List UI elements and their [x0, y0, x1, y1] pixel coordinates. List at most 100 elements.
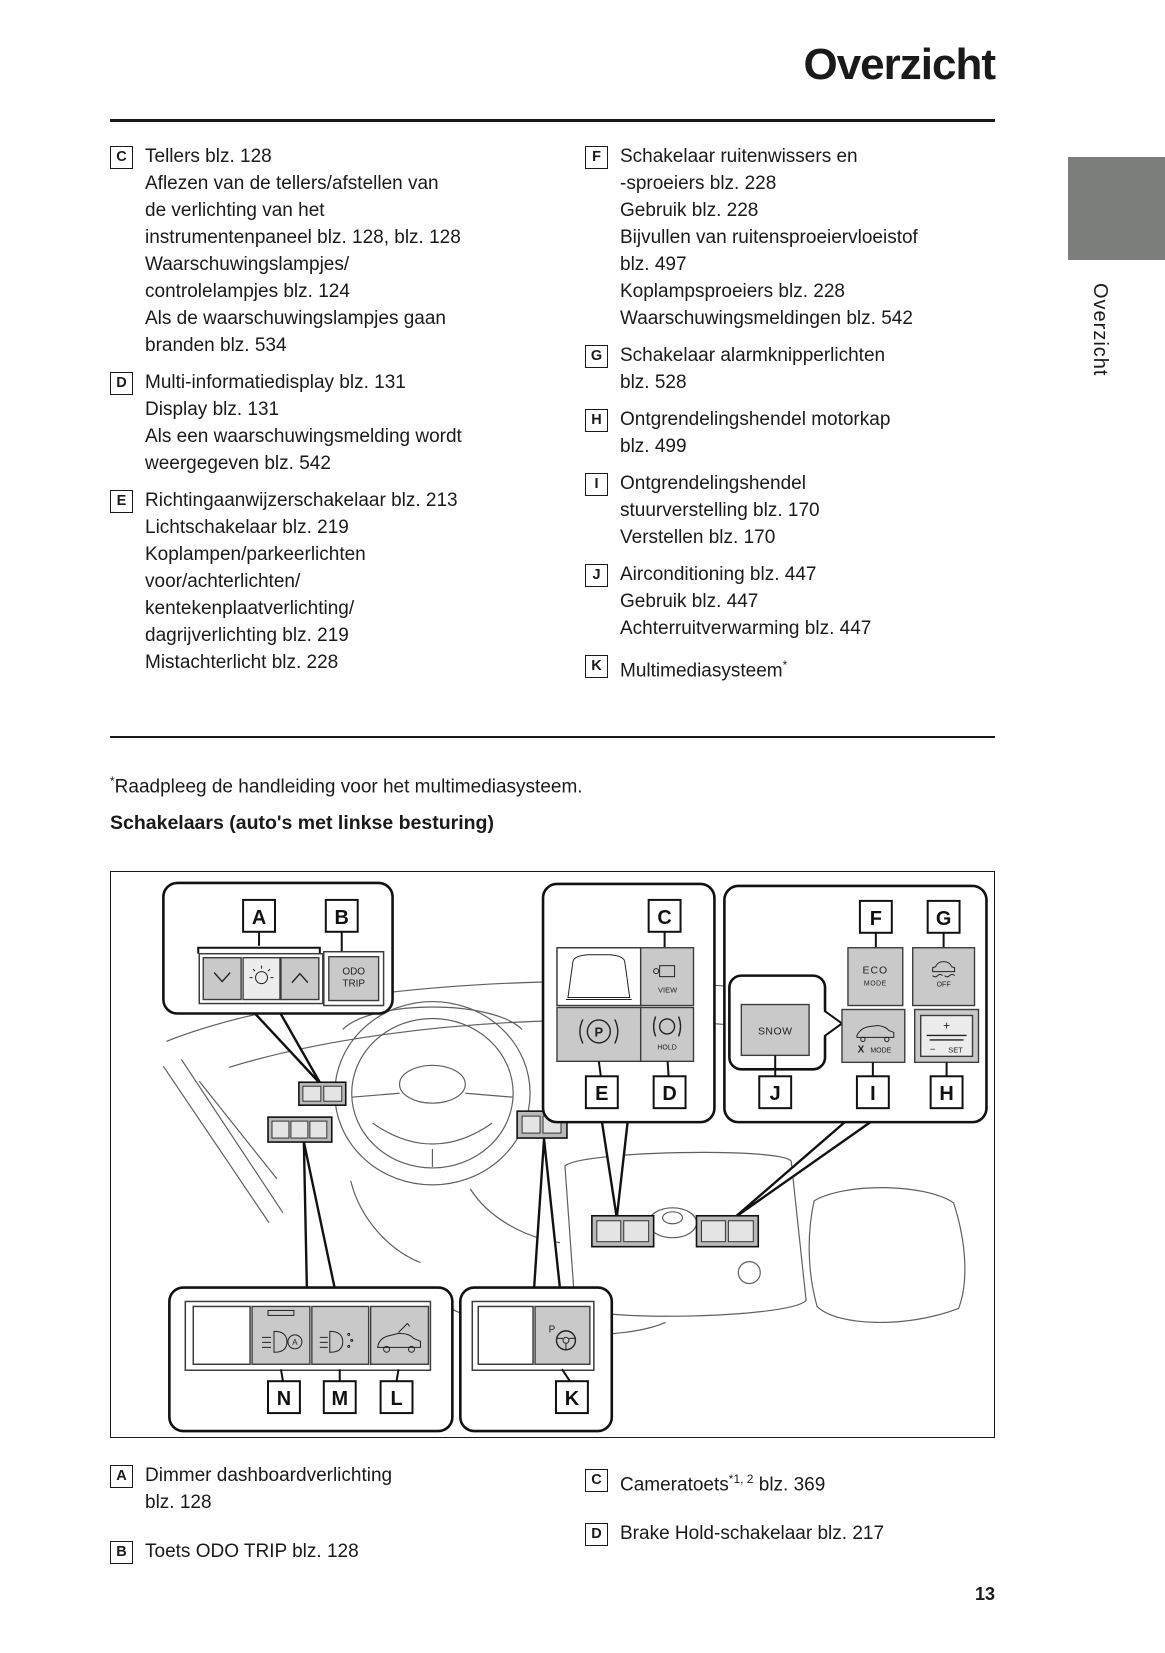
svg-text:P: P — [549, 1324, 556, 1335]
svg-text:M: M — [331, 1388, 348, 1410]
pointer-ab-to-panel1 — [252, 1011, 323, 1086]
svg-text:−: − — [930, 1044, 936, 1055]
legend-letter-box: F — [585, 146, 608, 169]
legend-text: Schakelaar ruitenwissers en-sproeiers bl… — [620, 146, 918, 329]
pointer-fg-to-panel5 — [733, 1119, 874, 1219]
svg-text:ODO: ODO — [342, 967, 365, 978]
svg-text:J: J — [770, 1083, 781, 1105]
switches-diagram: A B — [162, 881, 988, 1433]
callout-box-ab: A B — [162, 881, 394, 1015]
svg-text:H: H — [939, 1083, 953, 1105]
legend-letter-box: E — [110, 490, 133, 513]
diagram-label-l: L — [379, 1380, 414, 1415]
pointer-ced-to-panel4 — [600, 1119, 629, 1219]
footnote: *Raadpleeg de handleiding voor het multi… — [110, 774, 583, 798]
diagram-label-c: C — [647, 898, 682, 933]
diagram-label-n: N — [267, 1380, 301, 1415]
auto-headlight-icon — [262, 1330, 303, 1353]
snow-pointer-fill — [823, 1009, 843, 1038]
snow-mode-button: SNOW — [740, 1003, 810, 1057]
switch-panel-5 — [695, 1214, 760, 1248]
brightness-dial-icon — [249, 965, 274, 985]
diagram-label-m: M — [322, 1380, 357, 1415]
section-rule — [110, 736, 995, 738]
callout-box-nml: A — [168, 1286, 454, 1433]
chevron-up-icon — [291, 972, 309, 984]
blank-switch-slot-k — [477, 1305, 534, 1366]
pointer-nml-to-panel2 — [302, 1140, 336, 1290]
svg-text:MODE: MODE — [864, 981, 887, 988]
chapter-tab — [1068, 157, 1165, 260]
svg-text:A: A — [252, 907, 266, 929]
page-number: 13 — [974, 1584, 995, 1604]
callout-box-ced: C VIEW P — [541, 882, 716, 1124]
dimmer-up-button — [280, 956, 320, 1001]
label-connector-k — [561, 1368, 571, 1382]
headlight-washer-button — [311, 1305, 370, 1365]
legend-letter-box: K — [585, 655, 608, 678]
svg-text:+: + — [943, 1018, 950, 1032]
svg-text:N: N — [277, 1388, 291, 1410]
svg-text:SNOW: SNOW — [758, 1026, 793, 1037]
x-mode-button: X MODE — [841, 1008, 906, 1064]
parking-brake-button: P — [556, 1006, 642, 1063]
legend-letter-box: G — [585, 345, 608, 368]
legend-text: Cameratoets*1, 2 blz. 369 — [620, 1472, 826, 1496]
odo-trip-button: ODO TRIP — [323, 950, 385, 1007]
callout-box-k: P K — [459, 1286, 614, 1433]
vsc-off-button: OFF — [912, 947, 976, 1007]
footnote-marker: * — [110, 774, 115, 788]
legend-text: Toets ODO TRIP blz. 128 — [145, 1541, 359, 1562]
steering-wheel-icon — [555, 1330, 577, 1351]
legend-top-right: F Schakelaar ruitenwissers en-sproeiers b… — [585, 143, 1000, 694]
svg-text:VIEW: VIEW — [658, 986, 678, 995]
power-tailgate-button — [369, 1305, 430, 1365]
svg-text:MODE: MODE — [870, 1047, 891, 1054]
instrument-hood-sketch — [342, 1006, 523, 1030]
legend-letter-box: J — [585, 564, 608, 587]
diagram-label-d: D — [652, 1075, 687, 1110]
switches-figure: A B — [110, 871, 995, 1438]
callout-box-fg: F G ECO MODE OFF — [723, 884, 988, 1124]
camera-view-button: VIEW — [639, 947, 695, 1007]
svg-text:K: K — [565, 1388, 580, 1410]
snow-mode-callout: SNOW — [728, 974, 844, 1071]
svg-text:D: D — [662, 1083, 676, 1105]
eco-mode-button: ECO MODE — [847, 947, 904, 1007]
section-heading: Schakelaars (auto's met linkse besturing… — [110, 812, 494, 834]
label-connector-jih — [774, 1055, 948, 1077]
diagram-label-g: G — [926, 899, 961, 934]
diagram-label-b: B — [324, 898, 359, 933]
label-connector-nml — [279, 1369, 400, 1382]
svg-text:HOLD: HOLD — [657, 1044, 676, 1051]
svg-text:TRIP: TRIP — [342, 979, 365, 990]
svg-text:G: G — [936, 908, 951, 930]
x-mode-car-icon — [856, 1024, 895, 1043]
chapter-tab-label: Overzicht — [1089, 283, 1111, 377]
blank-switch-slot — [192, 1305, 251, 1366]
legend-letter-box: A — [110, 1465, 133, 1488]
diagram-label-k: K — [554, 1380, 589, 1415]
legend-letter-box: C — [585, 1469, 608, 1492]
footnote-text: Raadpleeg de handleiding voor het multim… — [114, 776, 583, 798]
legend-letter-box: D — [585, 1523, 608, 1547]
diagram-label-a: A — [242, 898, 276, 933]
legend-item-c: C Cameratoets*1, 2 blz. 369 — [585, 1466, 884, 1498]
brake-hold-button: HOLD — [639, 1006, 695, 1063]
legend-item-f: F Schakelaar ruitenwissers en-sproeiers b… — [585, 143, 1000, 332]
svg-text:I: I — [870, 1083, 876, 1105]
parking-assist-button: P — [534, 1305, 591, 1365]
